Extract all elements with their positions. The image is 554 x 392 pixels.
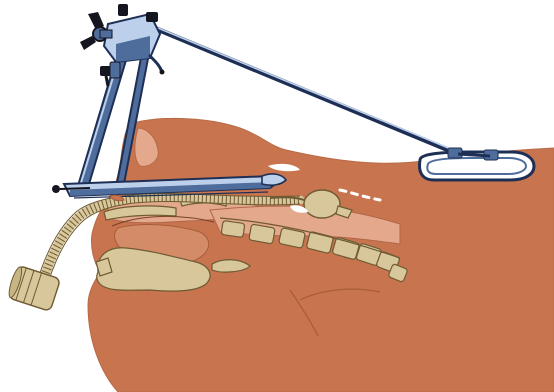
hook-tip [160,70,165,75]
chest-support [420,148,534,180]
blade-tip-curve [262,174,286,185]
tube-connector-icon [6,265,60,312]
tube-cuff-icon [304,190,340,218]
blade-light-cable [60,188,90,189]
vertebra-c1 [221,221,245,238]
vertebra-c2 [249,224,275,244]
chest-plate-arm [458,154,490,156]
head-right-knob [146,12,158,22]
blade-light-port [52,185,60,193]
head-hook [150,56,162,72]
head-top-screw [118,4,128,16]
